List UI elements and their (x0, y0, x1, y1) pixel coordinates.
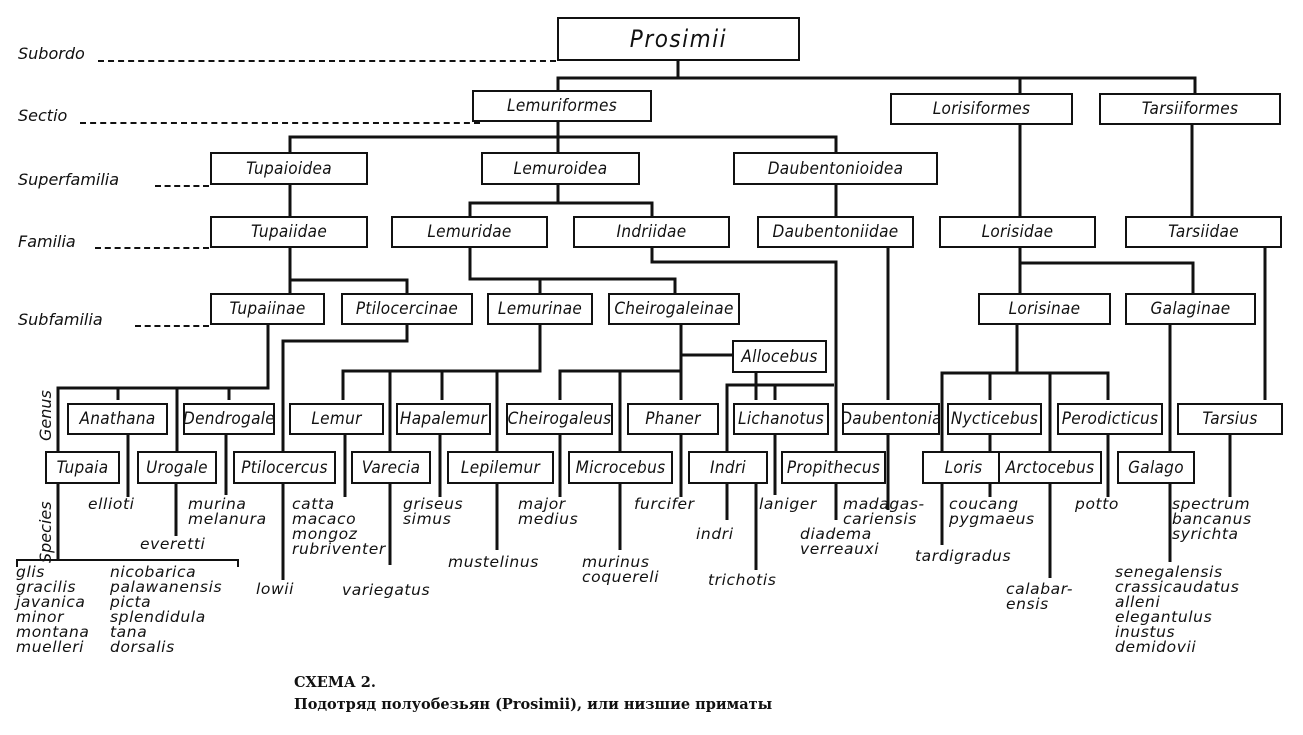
rank-label-familia: Familia (18, 232, 76, 251)
caption-label: СХЕМА 2. (294, 674, 376, 691)
species-list-hapalemur: griseus simus (403, 495, 464, 528)
taxon-box-phaner: Phaner (627, 403, 719, 435)
taxon-box-tupaia: Tupaia (45, 451, 120, 484)
rank-guide-line (135, 325, 209, 327)
taxon-box-propithecus: Propithecus (781, 451, 886, 484)
species-list-anathana: ellioti (88, 495, 135, 513)
species-list-lichanotus: laniger (759, 495, 817, 513)
species-list-nycticebus: coucang pygmaeus (949, 495, 1035, 528)
taxon-box-ptilocercinae: Ptilocercinae (341, 293, 473, 325)
rank-guide-line (95, 247, 209, 249)
taxon-box-tupaiinae: Tupaiinae (210, 293, 325, 325)
rank-label-sectio: Sectio (18, 106, 68, 125)
species-list-galago: senegalensis crassicaudatus alleni elega… (1115, 563, 1240, 656)
species-list-lemur: catta macaco mongoz rubriventer (292, 495, 386, 558)
rank-guide-line (98, 60, 556, 62)
taxon-box-tarsiidae: Tarsiidae (1125, 216, 1282, 248)
species-list-varecia: variegatus (342, 581, 431, 599)
taxon-box-microcebus: Microcebus (568, 451, 673, 484)
taxon-box-ptilocercus: Ptilocercus (233, 451, 336, 484)
species-list-microcebus: murinus coquereli (582, 553, 660, 586)
rank-label-superfamilia: Superfamilia (18, 170, 120, 189)
taxon-box-galaginae: Galaginae (1125, 293, 1256, 325)
taxon-box-daubentonioidea: Daubentonioidea (733, 152, 938, 185)
taxon-box-lorisinae: Lorisinae (978, 293, 1111, 325)
rank-label-species: Species (36, 501, 55, 563)
taxon-box-tupaiidae: Tupaiidae (210, 216, 368, 248)
taxon-box-allocebus: Allocebus (732, 340, 827, 373)
taxon-box-indriidae: Indriidae (573, 216, 730, 248)
rank-guide-line (155, 185, 209, 187)
species-list-phaner: furcifer (634, 495, 695, 513)
taxon-box-arctocebus: Arctocebus (998, 451, 1102, 484)
species-list-tupaia-col1: glis gracilis javanica minor montana mue… (16, 563, 90, 656)
taxon-box-lepilemur: Lepilemur (447, 451, 554, 484)
species-list-indri: indri (696, 525, 734, 543)
taxon-box-lorisidae: Lorisidae (939, 216, 1096, 248)
species-list-perodicticus: potto (1075, 495, 1119, 513)
taxon-box-lichanotus: Lichanotus (733, 403, 829, 435)
taxon-box-tupaioidea: Tupaioidea (210, 152, 368, 185)
rank-label-genus: Genus (36, 390, 55, 441)
taxon-box-lemuriformes: Lemuriformes (472, 90, 652, 122)
species-list-lepilemur: mustelinus (448, 553, 539, 571)
taxon-box-perodicticus: Perodicticus (1057, 403, 1163, 435)
species-list-daubentonia: madagas- cariensis (843, 495, 925, 528)
taxon-box-galago: Galago (1117, 451, 1195, 484)
taxon-box-lorisiformes: Lorisiformes (890, 93, 1073, 125)
taxon-box-indri: Indri (688, 451, 768, 484)
species-list-allocebus: trichotis (708, 571, 777, 589)
species-list-cheirogaleus: major medius (518, 495, 579, 528)
taxon-box-cheirogaleinae: Cheirogaleinae (608, 293, 740, 325)
species-list-dendrogale: murina melanura (188, 495, 267, 528)
species-list-arctocebus: calabar- ensis (1006, 580, 1074, 613)
taxon-box-daubentoniidae: Daubentoniidae (757, 216, 914, 248)
taxon-box-lemur: Lemur (289, 403, 384, 435)
species-list-tarsius: spectrum bancanus syrichta (1172, 495, 1252, 543)
species-list-urogale: everetti (140, 535, 206, 553)
caption-title: Подотряд полуобезьян (Prosimii), или низ… (294, 696, 773, 713)
rank-label-subordo: Subordo (18, 44, 85, 63)
species-list-loris: tardigradus (915, 547, 1012, 565)
taxon-box-loris: Loris (922, 451, 1005, 484)
taxon-box-varecia: Varecia (351, 451, 431, 484)
taxon-box-lemurinae: Lemurinae (487, 293, 593, 325)
rank-guide-line (80, 122, 480, 124)
taxon-box-nycticebus: Nycticebus (947, 403, 1042, 435)
species-list-ptilocercus: lowii (256, 580, 295, 598)
taxon-box-cheirogaleus: Cheirogaleus (506, 403, 613, 435)
species-list-propithecus: diadema verreauxi (800, 525, 880, 558)
taxon-box-lemuroidea: Lemuroidea (481, 152, 640, 185)
taxon-box-daubentonia: Daubentonia (842, 403, 940, 435)
taxon-box-dendrogale: Dendrogale (183, 403, 275, 435)
species-list-tupaia-col2: nicobarica palawanensis picta splendidul… (110, 563, 223, 656)
taxon-box-hapalemur: Hapalemur (396, 403, 491, 435)
taxon-box-lemuridae: Lemuridae (391, 216, 548, 248)
taxon-box-tarsius: Tarsius (1177, 403, 1283, 435)
taxon-box-anathana: Anathana (67, 403, 168, 435)
taxon-box-tarsiiformes: Tarsiiformes (1099, 93, 1281, 125)
taxon-box-prosimii: Prosimii (557, 17, 800, 61)
rank-label-subfamilia: Subfamilia (18, 310, 103, 329)
taxon-box-urogale: Urogale (137, 451, 217, 484)
